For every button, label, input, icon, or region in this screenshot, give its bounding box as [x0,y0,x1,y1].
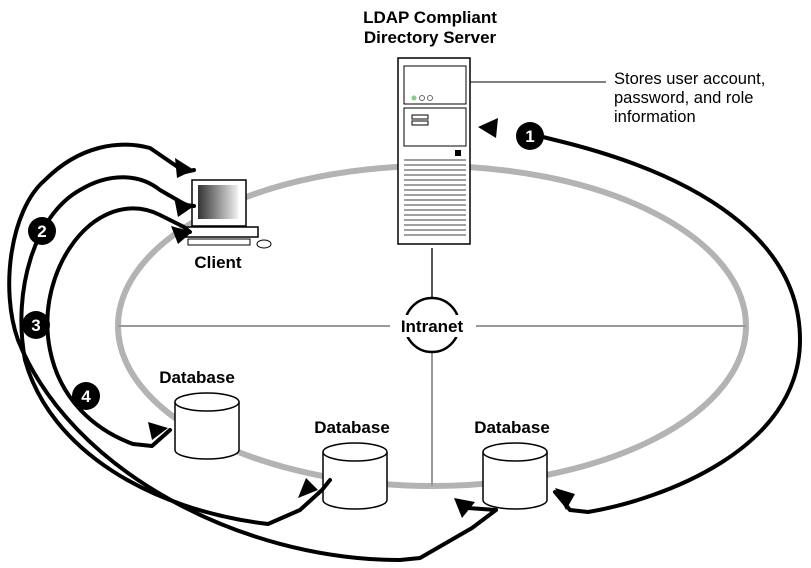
arrowhead-icon [454,498,475,518]
client-label: Client [194,253,242,272]
server-led-icon [427,95,433,101]
database-icon-top [482,442,548,462]
client-workstation: Client [183,179,272,272]
database-icon [174,402,240,460]
server-panel [403,107,467,147]
arrowhead-icon [478,118,498,138]
database-middle: Database [314,418,390,510]
database-icon-top [174,392,240,412]
arrowhead-icon [148,422,168,440]
server-title-line1: LDAP Compliant [363,8,497,27]
arrowhead-icon [298,478,318,498]
database-icon [322,452,388,510]
server-led-icon [411,95,417,101]
server-led-icon [419,95,425,101]
server-slot-icon [411,114,429,120]
server-title-line2: Directory Server [364,28,497,47]
database-icon-top [322,442,388,462]
arrowhead-icon [555,488,575,510]
cpu-base-icon [183,226,259,238]
database-left: Database [159,368,240,460]
step-number: 1 [525,127,534,146]
arrowhead-icon [171,226,192,244]
server-slot-icon [411,120,429,126]
step-badge-2: 2 [28,217,56,245]
intranet-label: Intranet [401,317,464,336]
step-badge-1: 1 [516,122,544,150]
step-number: 4 [81,387,91,406]
monitor-screen [198,185,238,219]
arrow-heads [148,118,575,518]
step-number: 3 [31,316,40,335]
arrow-step3 [19,175,332,526]
server-note-line3: information [614,108,696,126]
server-power-button-icon [455,150,461,156]
server-vent-icon [404,159,466,236]
arrow-step4 [45,206,192,448]
server-note-line2: password, and role [614,89,753,107]
database-label: Database [159,368,235,387]
database-label: Database [314,418,390,437]
mouse-icon [256,239,272,249]
database-right: Database [474,418,550,510]
directory-server: LDAP Compliant Directory Server [363,8,497,245]
server-note-line1: Stores user account, [614,70,765,88]
step-number: 2 [37,222,46,241]
step-badge-4: 4 [72,382,100,410]
arrow-step1 [533,133,802,514]
arrow-step2 [7,142,498,562]
arrowhead-icon [174,197,194,217]
keyboard-icon [187,238,251,246]
database-label: Database [474,418,550,437]
database-icon [482,452,548,510]
arrowhead-icon [175,158,194,178]
step-badge-3: 3 [22,311,50,339]
intranet-label-bg [390,315,476,337]
